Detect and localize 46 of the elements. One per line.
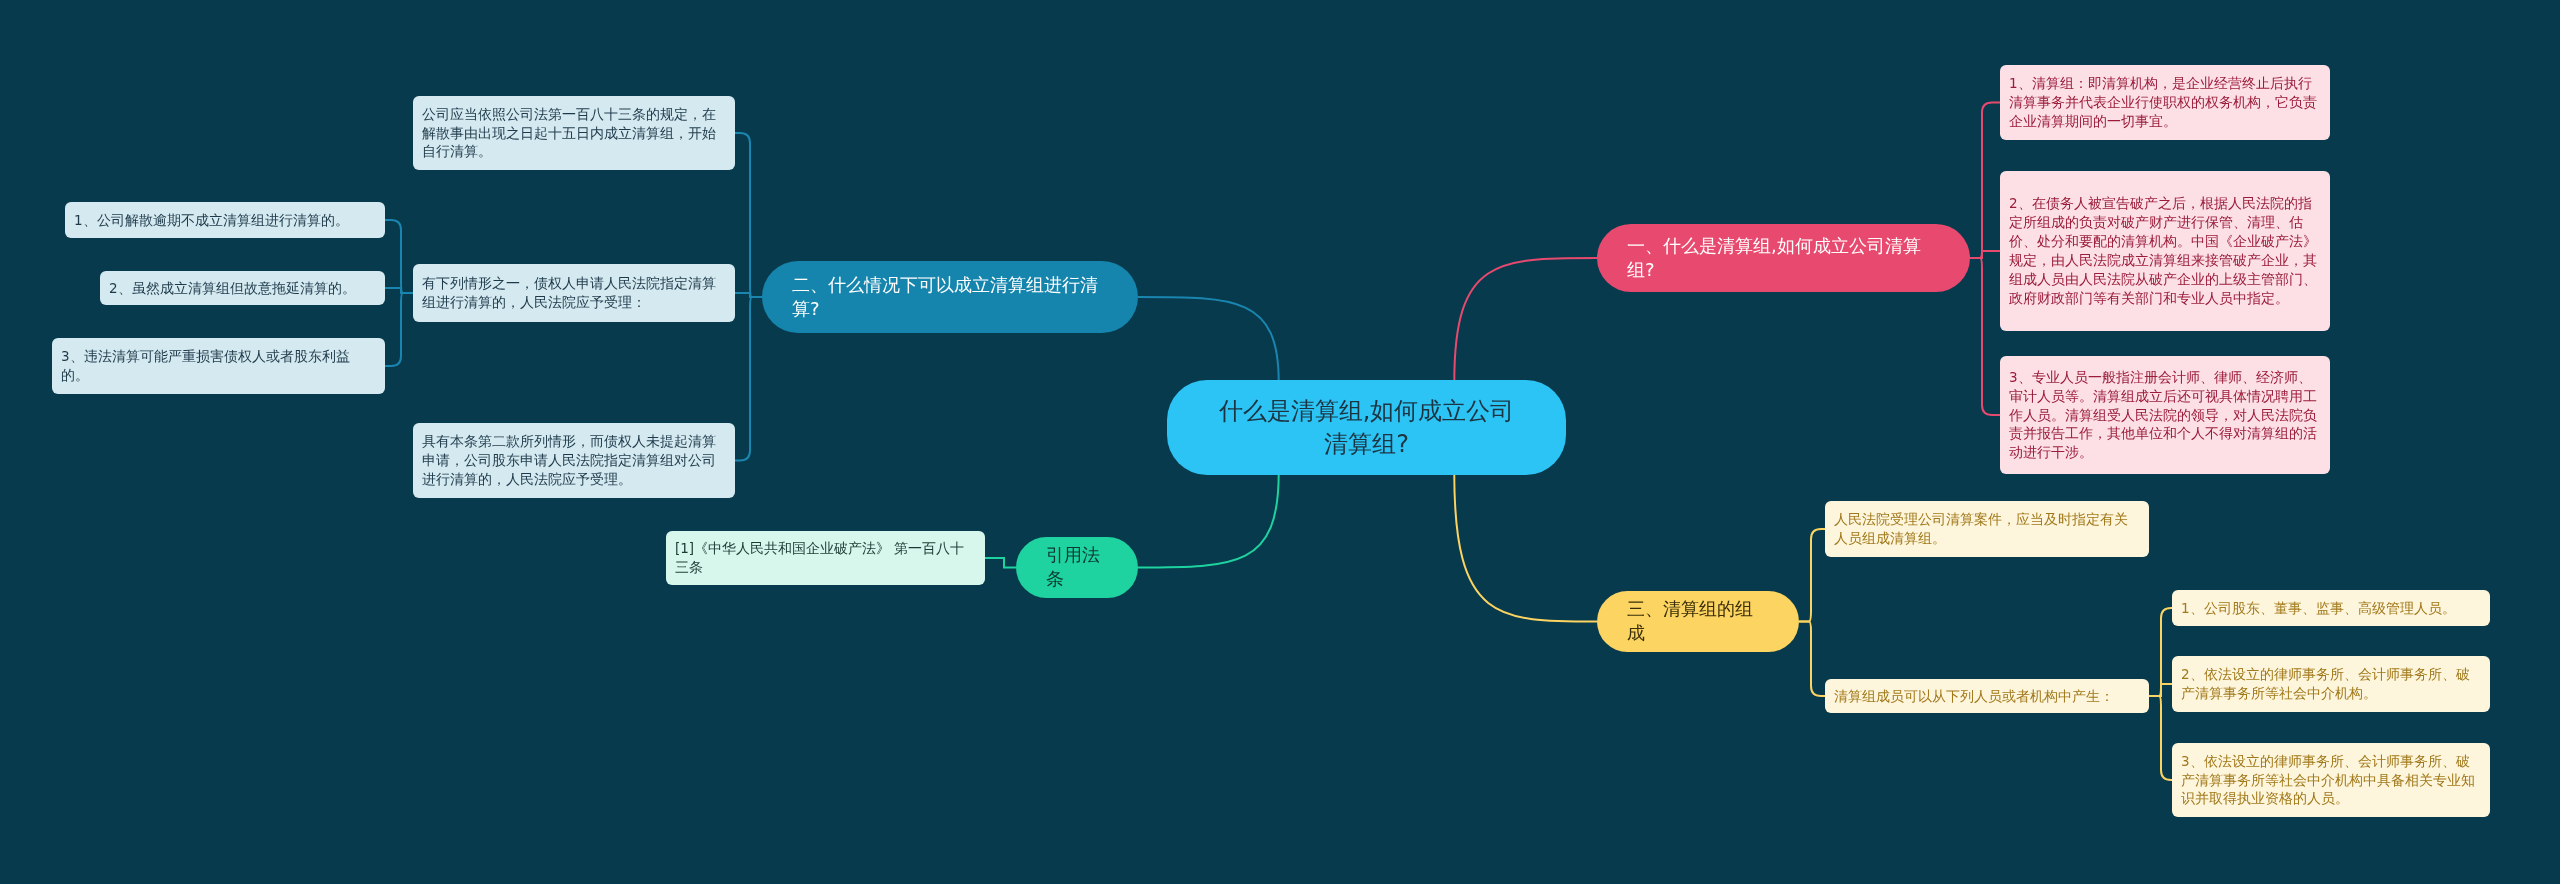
note-card <box>2000 171 2330 331</box>
topic-text: 引用法条 <box>1046 543 1101 592</box>
note-card <box>1825 679 2149 713</box>
note-card <box>413 264 735 322</box>
note-card <box>2172 743 2490 817</box>
topic-text: 3、专业人员一般指注册会计师、律师、经济师、审计人员等。清算组成立后还可视具体情况聘用工作人员。清算组受人民法院的领导，对人民法院负责并报告工作，其他单位和个人不得对清算组的活动进行干涉。 <box>2009 367 2318 463</box>
topic-text: 公司应当依照公司法第一百八十三条的规定，在解散事由出现之日起十五日内成立清算组，开始自行清算。 <box>422 104 717 162</box>
connector-line <box>1798 620 1826 697</box>
connector-line <box>1969 257 2001 416</box>
topic-text: 2、虽然成立清算组但故意拖延清算的。 <box>109 278 356 298</box>
topic-text: 具有本条第二款所列情形，而债权人未提起清算申请，公司股东申请人民法院指定清算组对公司进行清算的，人民法院应予受理。 <box>422 432 717 489</box>
branch-topic <box>1597 591 1799 652</box>
note-card <box>2172 656 2490 712</box>
connector-line <box>2148 695 2173 781</box>
note-card <box>52 338 385 394</box>
note-card <box>65 202 385 238</box>
topic-text: 二、什么情况下可以成立清算组进行清算? <box>792 272 1099 321</box>
topic-text: 2、依法设立的律师事务所、会计师事务所、破产清算事务所等社会中介机构。 <box>2181 665 2471 703</box>
connector-line <box>1137 296 1280 383</box>
note-card <box>1825 501 2149 557</box>
note-card <box>2000 65 2330 140</box>
topic-text: 人民法院受理公司清算案件，应当及时指定有关人员组成清算组。 <box>1834 510 2129 548</box>
topic-text: [1]《中华人民共和国企业破产法》 第一百八十三条 <box>675 539 966 577</box>
topic-text: 什么是清算组,如何成立公司清算组? <box>1217 396 1516 460</box>
topic-text: 1、清算组：即清算机构，是企业经营终止后执行清算事务并代表企业行使职权的权务机构，它负责企业清算期间的一切事宜。 <box>2009 74 2318 131</box>
connector-line <box>1137 472 1280 569</box>
note-card <box>2000 356 2330 474</box>
topic-text: 有下列情形之一，债权人申请人民法院指定清算组进行清算的，人民法院应予受理： <box>422 274 717 312</box>
note-card <box>2172 590 2490 626</box>
connector-line <box>984 557 1017 569</box>
topic-text: 2、在债务人被宣告破产之后，根据人民法院的指定所组成的负责对破产财产进行保管、清理、估价、处分和要配的清算机构。中国《企业破产法》规定，由人民法院成立清算组来接管破产企业，其组成人员由人民法院从破产企业的上级主管部门、政府财政部门等有关部门和专业人员中指定。 <box>2009 194 2318 308</box>
topic-text: 清算组成员可以从下列人员或者机构中产生： <box>1834 686 2114 706</box>
note-card <box>100 271 385 305</box>
topic-text: 1、公司解散逾期不成立清算组进行清算的。 <box>74 210 349 230</box>
topic-text: 三、清算组的组成 <box>1627 597 1754 646</box>
topic-text: 3、违法清算可能严重损害债权人或者股东利益的。 <box>61 347 351 385</box>
connector-line <box>1453 257 1598 383</box>
note-card <box>666 531 985 585</box>
topic-text: 1、公司股东、董事、监事、高级管理人员。 <box>2181 598 2456 618</box>
topic-text: 一、什么是清算组,如何成立公司清算组? <box>1627 233 1922 282</box>
connector-line <box>384 292 414 367</box>
note-card <box>413 423 735 498</box>
note-card <box>413 96 735 170</box>
topic-text: 3、依法设立的律师事务所、会计师事务所、破产清算事务所等社会中介机构中具备相关专业知识并取得执业资格的人员。 <box>2181 751 2476 809</box>
central-topic <box>1167 380 1566 475</box>
connector-line <box>1453 472 1598 623</box>
